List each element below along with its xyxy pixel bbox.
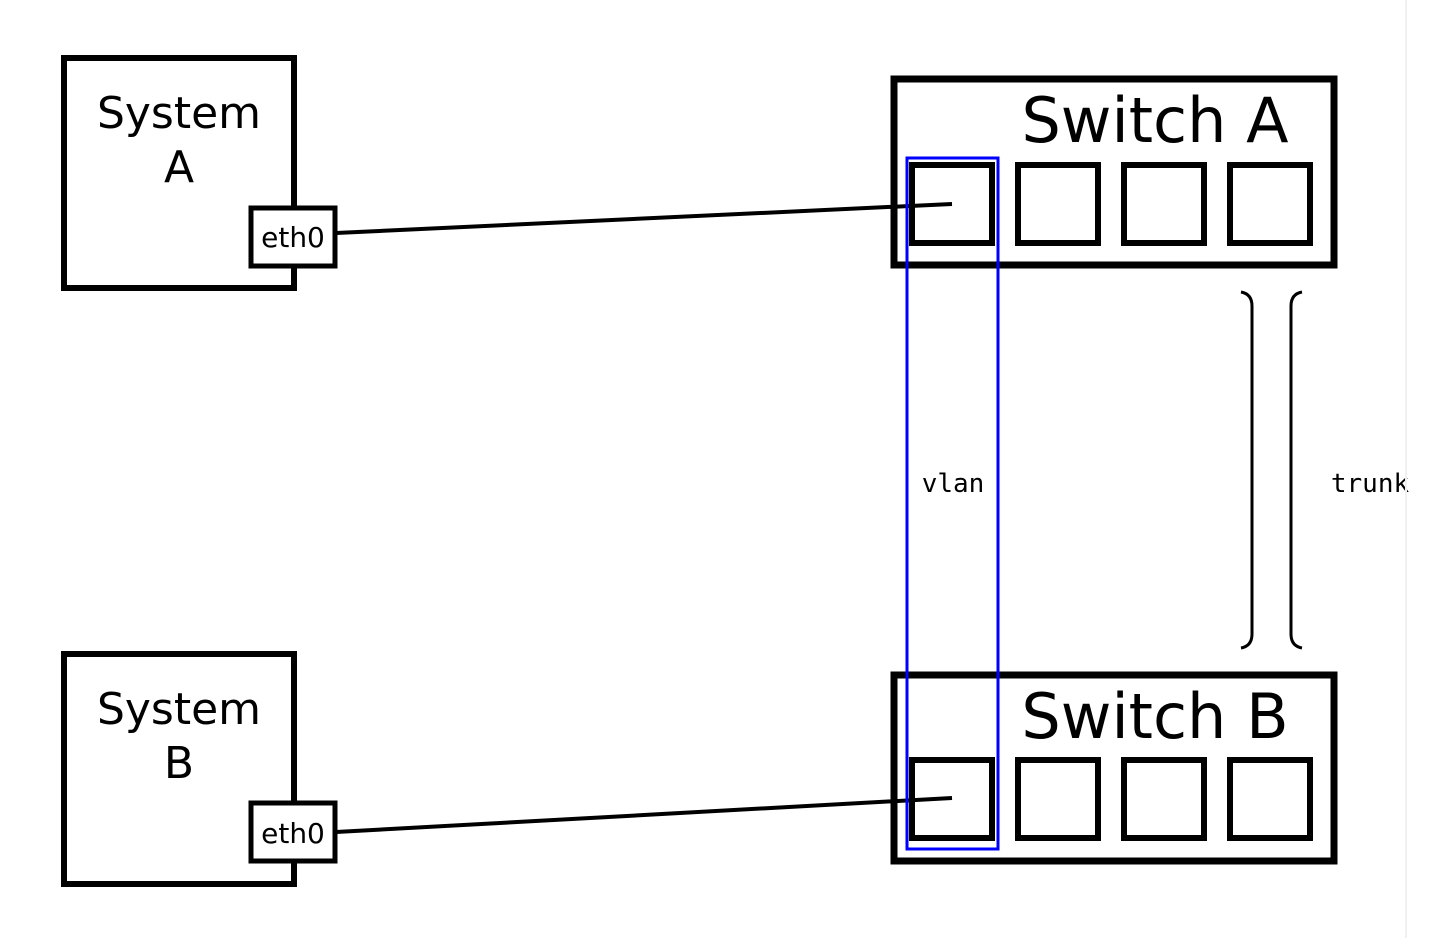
switch-a-port-2 — [1015, 162, 1101, 246]
switch-a-label: Switch A — [1021, 84, 1288, 157]
system-b-node: System B eth0 — [61, 651, 338, 887]
switch-b-port-2 — [1015, 757, 1101, 841]
system-a-eth0-port — [248, 205, 338, 269]
system-a-node: System A eth0 — [61, 55, 338, 291]
trunk-bracket-left — [1240, 290, 1254, 650]
system-b-label-line1: System — [97, 684, 261, 735]
system-a-eth0-label: eth0 — [261, 221, 325, 254]
system-b-label-line2: B — [164, 738, 194, 789]
cable-system-b-to-switch-b — [335, 796, 953, 834]
system-a-label-line2: A — [164, 142, 194, 193]
page-edge-divider — [1405, 0, 1407, 938]
switch-a-box — [890, 75, 1338, 269]
switch-a-node: Switch A — [890, 75, 1338, 269]
switch-a-port-3 — [1121, 162, 1207, 246]
switch-b-node: Switch B — [890, 671, 1338, 865]
system-a-label-line1: System — [97, 88, 261, 139]
switch-b-port-4 — [1227, 757, 1313, 841]
switch-a-port-4 — [1227, 162, 1313, 246]
switch-b-port-3 — [1121, 757, 1207, 841]
system-a-box — [61, 55, 297, 291]
system-b-eth0-port — [248, 800, 338, 864]
vlan-label: vlan — [922, 469, 985, 499]
trunk-bracket-right — [1289, 290, 1303, 650]
system-b-eth0-label: eth0 — [261, 817, 325, 850]
switch-b-box — [890, 671, 1338, 865]
switch-b-label: Switch B — [1021, 680, 1288, 753]
cable-system-a-to-switch-a — [335, 202, 953, 235]
trunk-label: trunk — [1331, 469, 1410, 499]
vlan-highlight-box — [905, 156, 1000, 851]
